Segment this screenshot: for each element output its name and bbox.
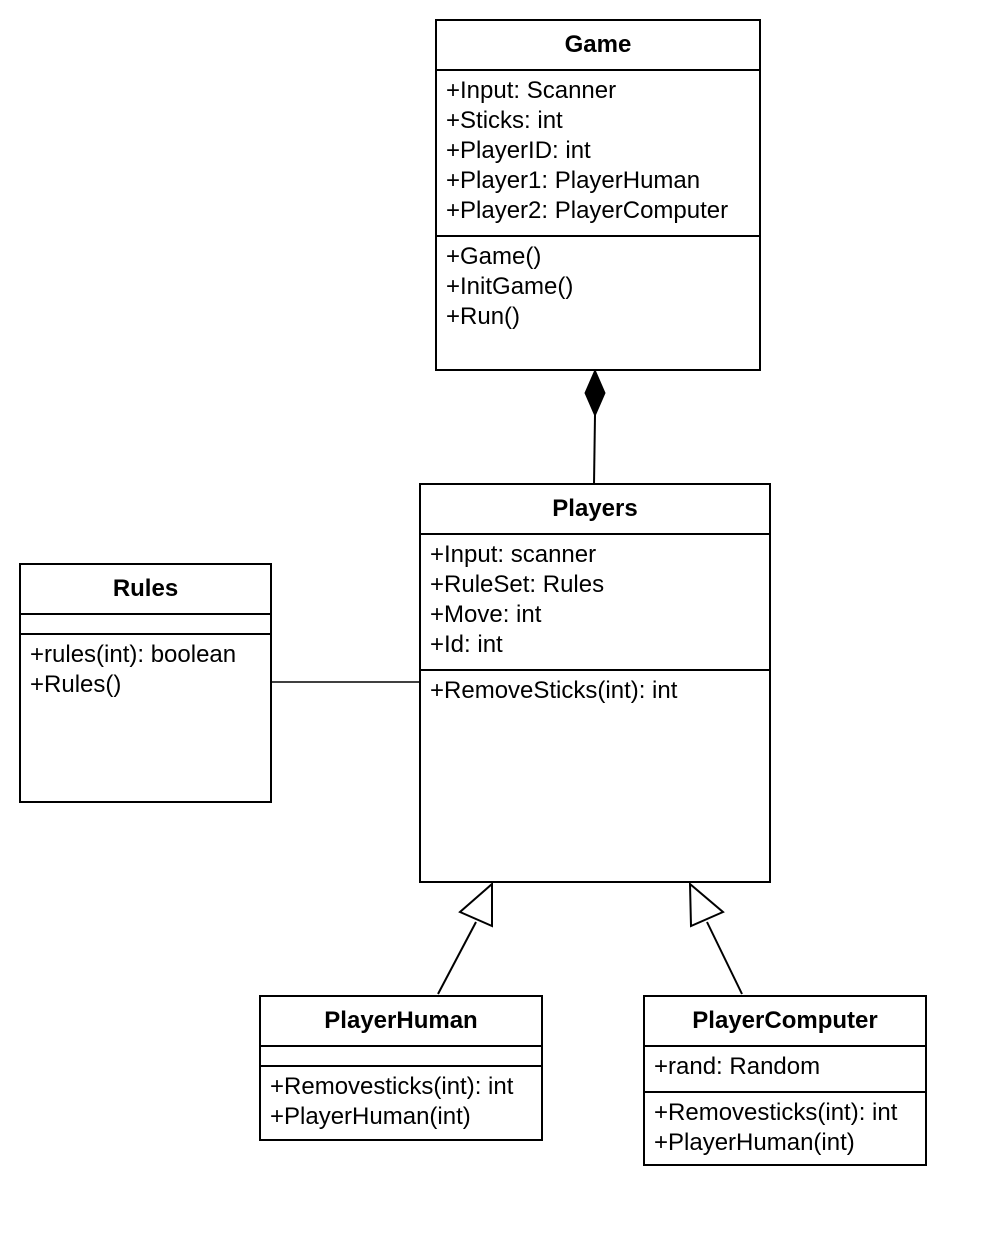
method: +Rules() xyxy=(30,671,122,698)
attribute: +RuleSet: Rules xyxy=(430,571,605,598)
class-player-computer[interactable]: PlayerComputer +rand: Random +Removestic… xyxy=(643,995,927,1166)
method: +Removesticks(int): int xyxy=(270,1073,514,1100)
attribute: +Input: Scanner xyxy=(446,77,617,104)
method: +rules(int): boolean xyxy=(30,641,237,668)
attributes-section: +Input: scanner +RuleSet: Rules +Move: i… xyxy=(421,535,769,671)
composition-line xyxy=(593,414,596,485)
method: +Removesticks(int): int xyxy=(654,1099,898,1126)
attribute: +rand: Random xyxy=(654,1053,821,1080)
generalization-line-human xyxy=(437,921,477,995)
composition-diamond xyxy=(584,368,606,418)
attribute: +Id: int xyxy=(430,631,503,658)
methods-section: +RemoveSticks(int): int xyxy=(421,671,769,706)
attributes-section: +rand: Random xyxy=(645,1047,925,1093)
class-players[interactable]: Players +Input: scanner +RuleSet: Rules … xyxy=(419,483,771,883)
class-name: Players xyxy=(421,485,769,535)
attribute: +Player1: PlayerHuman xyxy=(446,167,701,194)
attributes-section: +Input: Scanner +Sticks: int +PlayerID: … xyxy=(437,71,759,237)
methods-section: +Removesticks(int): int +PlayerHuman(int… xyxy=(261,1067,541,1132)
attribute: +Sticks: int xyxy=(446,107,563,134)
class-game[interactable]: Game +Input: Scanner +Sticks: int +Playe… xyxy=(435,19,761,371)
method: +Run() xyxy=(446,303,521,330)
method: +PlayerHuman(int) xyxy=(654,1129,855,1156)
class-player-human[interactable]: PlayerHuman +Removesticks(int): int +Pla… xyxy=(259,995,543,1141)
method: +PlayerHuman(int) xyxy=(270,1103,471,1130)
class-name: Rules xyxy=(21,565,270,615)
methods-section: +rules(int): boolean +Rules() xyxy=(21,635,270,700)
attribute: +Input: scanner xyxy=(430,541,597,568)
class-name: PlayerComputer xyxy=(645,997,925,1047)
class-name: PlayerHuman xyxy=(261,997,541,1047)
methods-section: +Removesticks(int): int +PlayerHuman(int… xyxy=(645,1093,925,1158)
method: +RemoveSticks(int): int xyxy=(430,677,678,704)
attributes-section xyxy=(261,1047,541,1067)
attribute: +Player2: PlayerComputer xyxy=(446,197,729,224)
class-name: Game xyxy=(437,21,759,71)
methods-section: +Game() +InitGame() +Run() xyxy=(437,237,759,332)
attributes-section xyxy=(21,615,270,635)
generalization-arrow-human xyxy=(458,881,493,928)
method: +InitGame() xyxy=(446,273,574,300)
class-rules[interactable]: Rules +rules(int): boolean +Rules() xyxy=(19,563,272,803)
generalization-line-computer xyxy=(706,921,743,995)
method: +Game() xyxy=(446,243,542,270)
attribute: +PlayerID: int xyxy=(446,137,591,164)
attribute: +Move: int xyxy=(430,601,542,628)
generalization-arrow-computer xyxy=(688,881,725,928)
